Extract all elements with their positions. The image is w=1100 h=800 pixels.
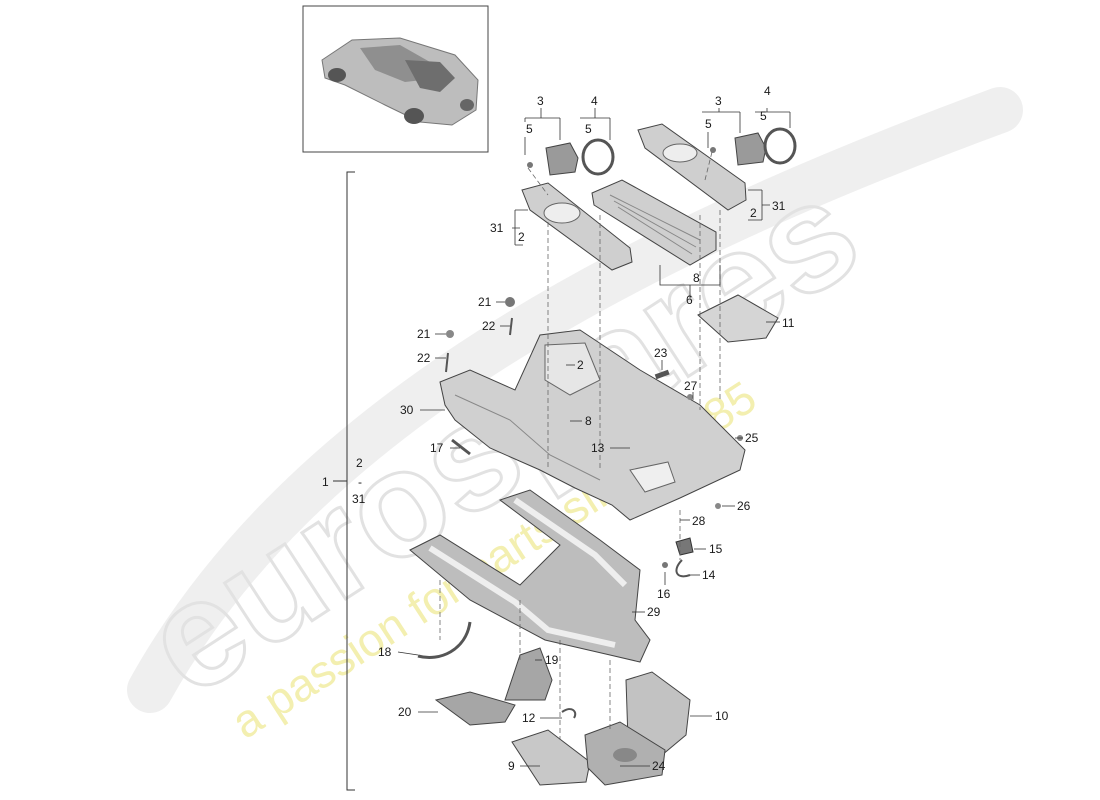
callout-22-lower: 22 [417,351,431,365]
callout-2-left: 2 [518,230,525,244]
callout-3-right: 3 [715,94,722,108]
callout-13: 13 [591,441,605,455]
callout-17: 17 [430,441,444,455]
callout-12: 12 [522,711,536,725]
bracket-1 [333,171,355,791]
callout-31-left: 31 [490,221,504,235]
cable [417,621,472,659]
callout-11: 11 [782,316,795,330]
screw-21-upper [505,297,515,307]
callout-27: 27 [684,379,698,393]
callout-8-top: 8 [693,271,700,285]
callout-24: 24 [652,759,666,773]
callout-1-range-dash: - [358,475,362,489]
callout-21-upper: 21 [478,295,492,309]
vent-housing-left [545,142,579,176]
callout-14: 14 [702,568,716,582]
floor-panel-9 [511,729,591,786]
callout-20: 20 [398,705,412,719]
callout-25: 25 [745,431,759,445]
callout-21-lower: 21 [417,327,431,341]
hose-14 [675,559,691,578]
clip-12 [561,708,577,719]
callout-22-upper: 22 [482,319,496,333]
callout-9: 9 [508,759,515,773]
callout-5-right-a: 5 [705,117,712,131]
callout-31-right: 31 [772,199,786,213]
callout-5-left-a: 5 [526,122,533,136]
car-thumbnail [302,5,489,153]
callout-10: 10 [715,709,729,723]
callout-5-left-b: 5 [585,122,592,136]
guide-lines [439,151,721,740]
leader-lines [397,108,791,767]
vent-ring-left [581,138,615,176]
callout-1: 1 [322,475,329,489]
trim-panel-left [521,182,633,271]
console-frame [409,489,651,663]
parts-group [409,123,797,786]
callout-1-range-bottom: 31 [352,492,366,506]
vent-housing-right [734,132,767,166]
callout-3-left: 3 [537,94,544,108]
callout-6: 6 [686,293,693,307]
callouts: 1 2 - 31 3 5 4 5 3 5 4 5 31 2 2 31 8 6 1… [322,84,795,773]
trim-panel-right [637,123,747,211]
callout-4-right: 4 [764,84,771,98]
cover-plate [697,294,779,343]
callout-19: 19 [545,653,559,667]
callout-26: 26 [737,499,751,513]
callout-18: 18 [378,645,392,659]
callout-8-center: 8 [585,414,592,428]
callout-4-left: 4 [591,94,598,108]
bracket-19 [504,647,553,701]
callout-29: 29 [647,605,661,619]
callout-2-right: 2 [750,206,757,220]
bracket-20 [434,691,516,726]
callout-2-center: 2 [577,358,584,372]
switch-15 [675,537,694,556]
callout-23: 23 [654,346,668,360]
clip-23 [654,369,670,380]
callout-16: 16 [657,587,671,601]
callout-5-right-b: 5 [760,109,767,123]
vent-ring-right [763,127,797,165]
callout-28: 28 [692,514,706,528]
callout-1-range-top: 2 [356,456,363,470]
screw-21-lower [446,330,454,338]
watermark-swoosh [127,87,1023,713]
callout-15: 15 [709,542,723,556]
callout-30: 30 [400,403,414,417]
